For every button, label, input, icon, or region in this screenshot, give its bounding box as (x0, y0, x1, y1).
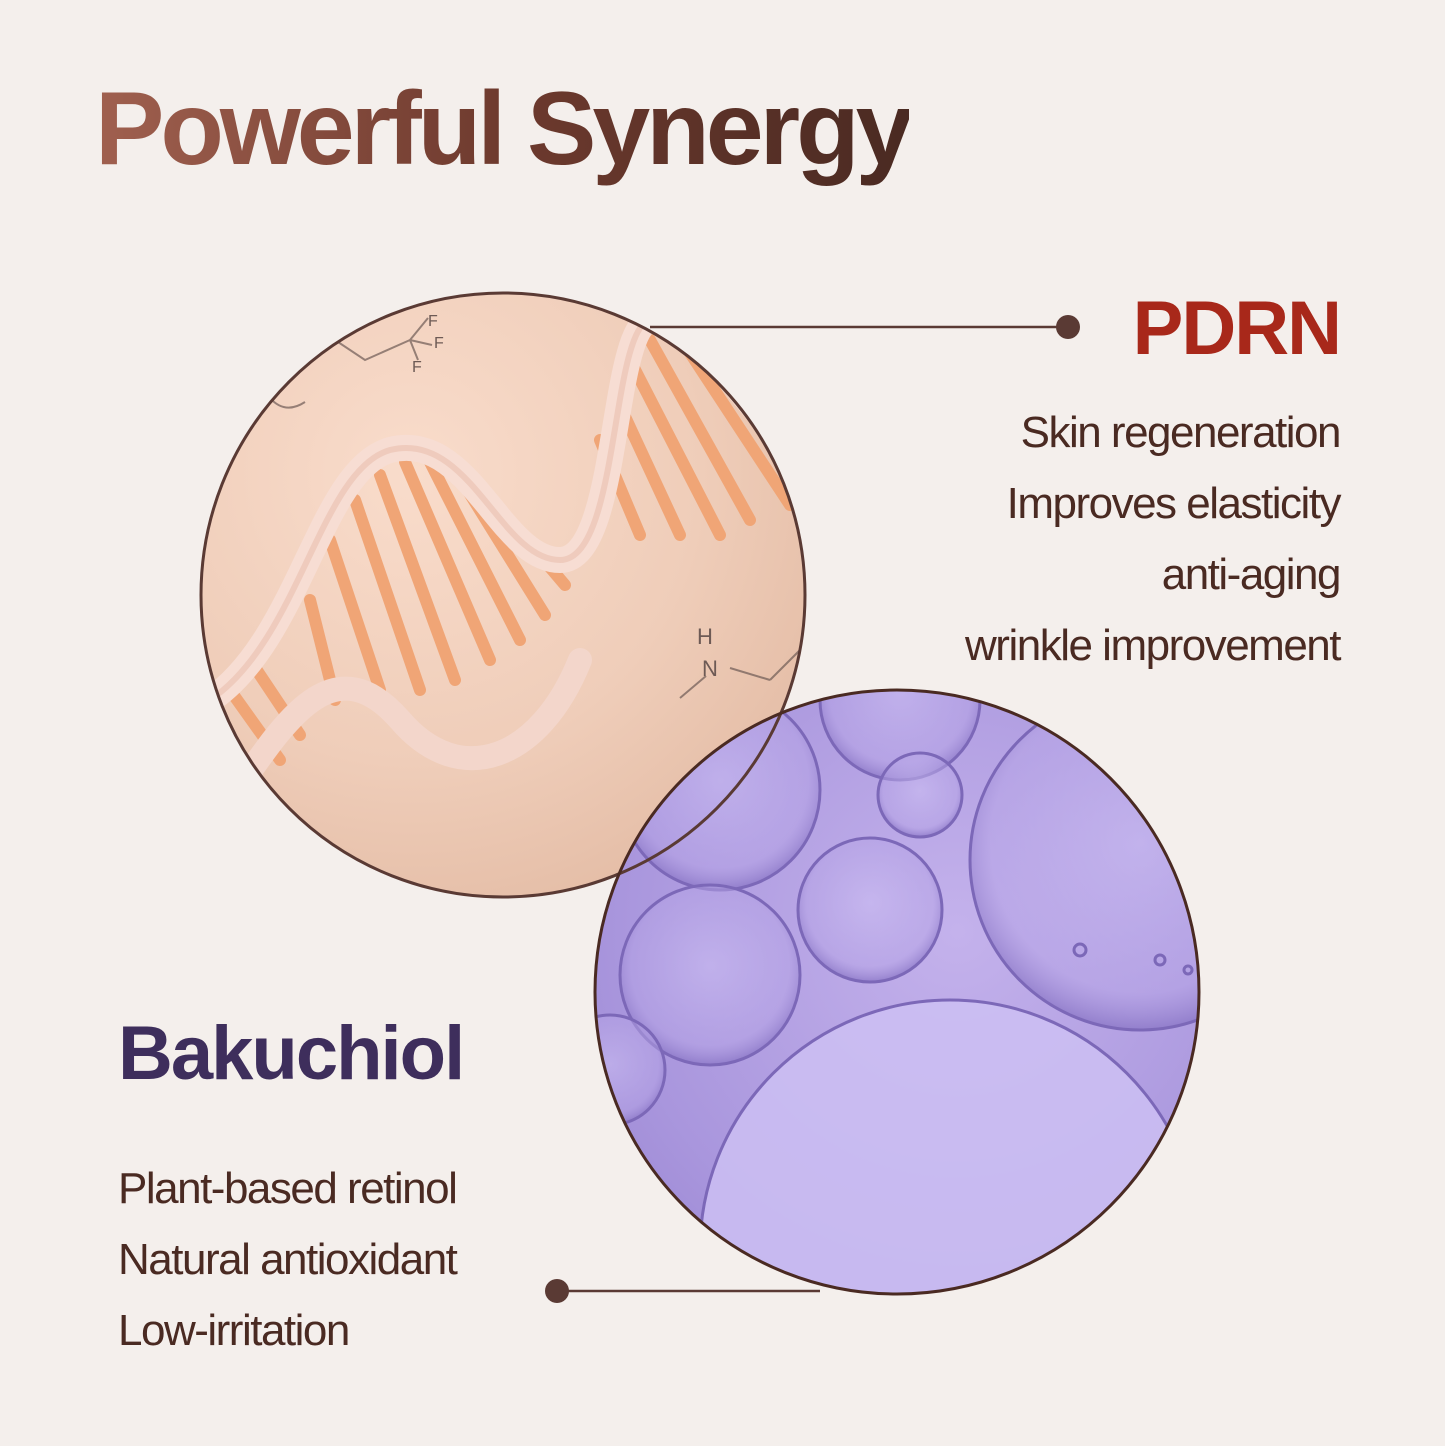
pdrn-benefit: Skin regeneration (1020, 408, 1342, 457)
molecule-sketch-right (679, 649, 801, 699)
bakuchiol-benefits-list: Plant-based retinol Natural antioxidant … (118, 1158, 458, 1371)
dna-image: F F F H N (201, 293, 805, 897)
bubbles-circle-outline (593, 688, 1201, 1296)
bakuchiol-connector-dot (545, 1279, 569, 1303)
bakuchiol-benefit: Natural antioxidant (118, 1235, 458, 1284)
bubbles-image (595, 690, 1199, 1294)
bakuchiol-benefit: Low-irritation (118, 1306, 350, 1355)
dna-strand-2 (218, 648, 592, 812)
bakuchiol-heading: Bakuchiol (118, 1011, 465, 1096)
molecule-label-h: H (697, 624, 713, 649)
pdrn-benefit: Improves elasticity (1006, 479, 1342, 528)
molecule-sketch-top (269, 317, 433, 409)
pdrn-benefit: anti-aging (1161, 550, 1342, 599)
pdrn-benefit: wrinkle improvement (965, 621, 1341, 670)
dna-circle-outline (199, 291, 807, 899)
molecule-label-n: N (702, 656, 718, 681)
pdrn-connector-dot (1056, 315, 1080, 339)
molecule-label-f1: F (428, 313, 438, 330)
bakuchiol-benefit: Plant-based retinol (118, 1164, 458, 1213)
molecule-label-f3: F (412, 359, 422, 376)
pdrn-heading: PDRN (1132, 286, 1342, 371)
page-title: Powerful Synergy (95, 71, 913, 187)
pdrn-benefits-list: Skin regeneration Improves elasticity an… (965, 404, 1342, 688)
molecule-label-f2: F (434, 335, 444, 352)
